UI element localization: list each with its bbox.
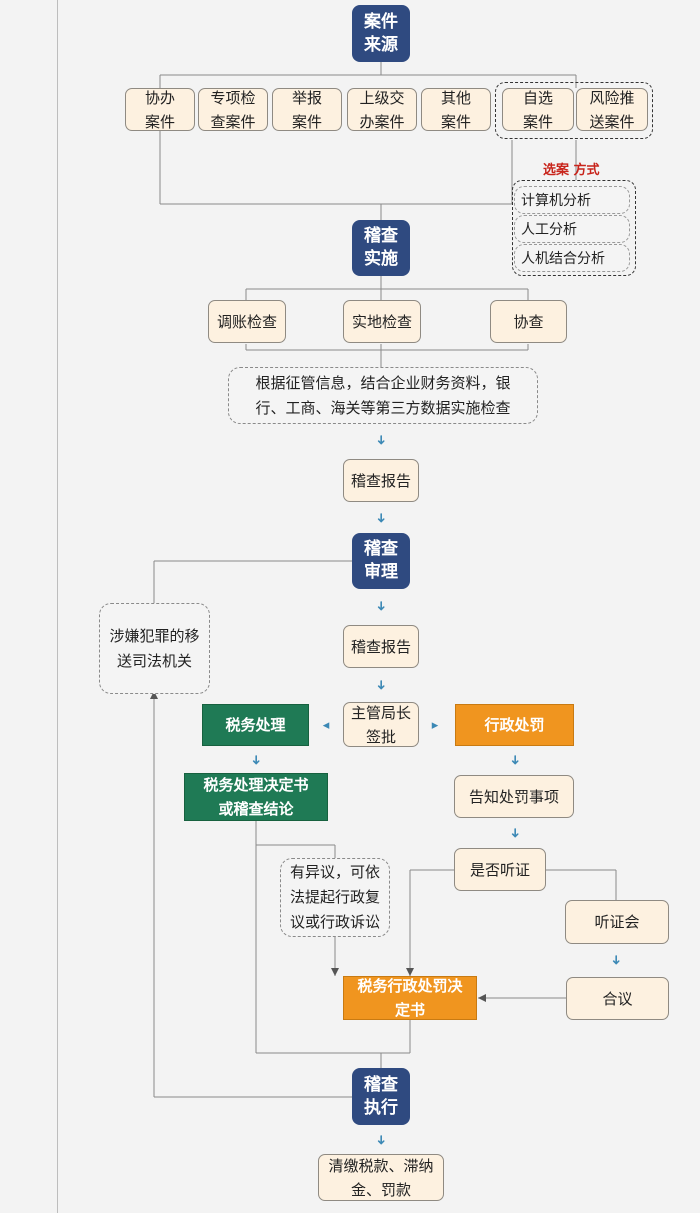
down-arrow-icon: ➜ (373, 600, 389, 612)
objection-note: 有异议，可依 法提起行政复 议或行政诉讼 (280, 858, 390, 937)
selection-method-item: 人机结合分析 (514, 244, 630, 272)
down-arrow-icon: ➜ (507, 754, 523, 766)
page-left-rule (57, 0, 58, 1213)
selection-method-item: 计算机分析 (514, 186, 630, 214)
case-type-fengxian: 风险推 送案件 (576, 88, 648, 131)
inspection-review-node: 稽查 审理 (352, 533, 410, 589)
down-arrow-icon: ➜ (373, 512, 389, 524)
case-type-shangji: 上级交 办案件 (347, 88, 417, 131)
selection-method-group (512, 180, 636, 276)
left-arrow-icon: ◂ (322, 717, 330, 733)
case-type-zixuan: 自选 案件 (502, 88, 574, 131)
hearing-question-node: 是否听证 (454, 848, 546, 891)
down-arrow-icon: ➜ (373, 434, 389, 446)
down-arrow-icon: ➜ (608, 954, 624, 966)
tax-handling-node: 税务处理 (202, 704, 309, 746)
notify-penalty-node: 告知处罚事项 (454, 775, 574, 818)
down-arrow-icon: ➜ (248, 754, 264, 766)
self-risk-case-group (495, 82, 653, 139)
tax-decision-node: 税务处理决定书 或稽查结论 (184, 773, 328, 821)
inspection-implementation-node: 稽查 实施 (352, 220, 410, 276)
case-type-xieban: 协办 案件 (125, 88, 195, 131)
collegial-node: 合议 (566, 977, 669, 1020)
right-arrow-icon: ▸ (431, 717, 439, 733)
basis-note: 根据征管信息，结合企业财务资料，银 行、工商、海关等第三方数据实施检查 (228, 367, 538, 424)
down-arrow-icon: ➜ (373, 679, 389, 691)
selection-method-title: 选案 方式 (543, 163, 600, 178)
inspection-execution-node: 稽查 执行 (352, 1068, 410, 1125)
case-type-zhuanxiang: 专项检 查案件 (198, 88, 268, 131)
selection-method-item: 人工分析 (514, 215, 630, 243)
inspection-report-node: 稽查报告 (343, 459, 419, 502)
review-report-node: 稽查报告 (343, 625, 419, 668)
down-arrow-icon: ➜ (507, 827, 523, 839)
payment-node: 清缴税款、滞纳 金、罚款 (318, 1154, 444, 1201)
case-type-jubao: 举报 案件 (272, 88, 342, 131)
hearing-node: 听证会 (565, 900, 669, 944)
case-source-node: 案件 来源 (352, 5, 410, 62)
penalty-decision-node: 税务行政处罚决 定书 (343, 976, 477, 1020)
check-shidi: 实地检查 (343, 300, 421, 343)
check-tiaozhang: 调账检查 (208, 300, 286, 343)
admin-penalty-node: 行政处罚 (455, 704, 574, 746)
case-type-qita: 其他 案件 (421, 88, 491, 131)
check-xiecha: 协查 (490, 300, 567, 343)
down-arrow-icon: ➜ (373, 1134, 389, 1146)
director-approval-node: 主管局长 签批 (343, 702, 419, 747)
crime-transfer-node: 涉嫌犯罪的移 送司法机关 (99, 603, 210, 694)
